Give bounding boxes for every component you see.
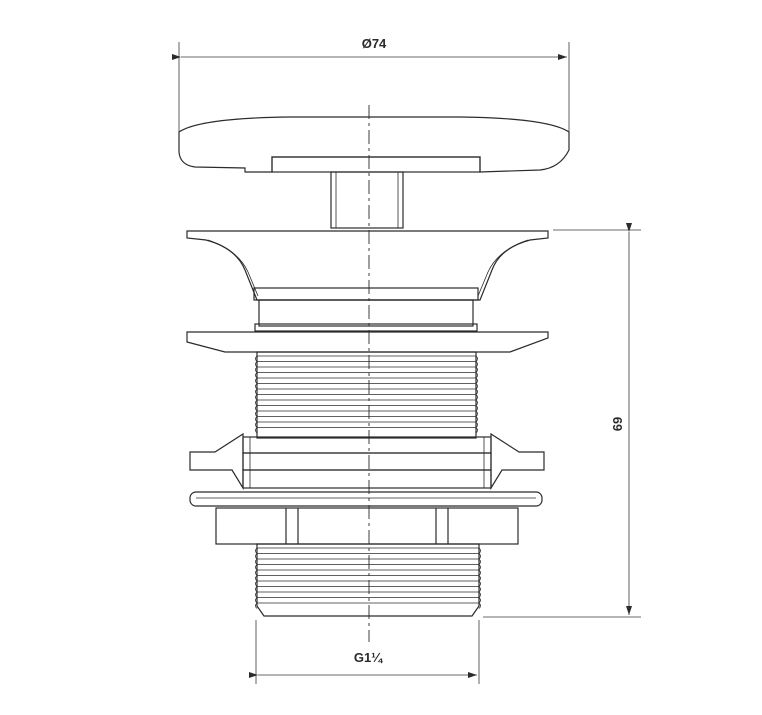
diameter-label: Ø74 xyxy=(362,36,387,51)
thread-ridge xyxy=(255,361,478,368)
upper-washer xyxy=(186,331,549,353)
height-label: 69 xyxy=(610,417,625,431)
thread-ridge xyxy=(255,569,481,576)
thread-ridge xyxy=(255,355,478,362)
thread-ridge xyxy=(255,553,481,560)
thread-ridge xyxy=(255,394,478,401)
thread-ridge xyxy=(255,597,481,604)
thread-ridge xyxy=(255,421,478,428)
upper-thread xyxy=(255,351,478,439)
diameter-dimension: Ø74 xyxy=(172,36,570,132)
thread-ridge xyxy=(255,388,478,395)
thread-ridge xyxy=(255,399,478,406)
thread-ridge xyxy=(255,558,481,565)
thread-label: G1¼ xyxy=(354,650,383,665)
waste-flange-body xyxy=(186,230,549,332)
thread-ridge xyxy=(255,366,478,373)
plug-stem xyxy=(330,171,404,229)
thread-ridge xyxy=(255,416,478,423)
plug-cap xyxy=(178,116,570,173)
thread-ridge xyxy=(255,427,478,434)
thread-ridge xyxy=(255,383,478,390)
thread-ridge xyxy=(255,405,478,412)
lower-thread xyxy=(255,543,481,617)
thread-ridge xyxy=(255,377,478,384)
thread-ridge xyxy=(255,591,481,598)
thread-ridge xyxy=(255,564,481,571)
thread-ridge xyxy=(255,602,481,609)
thread-ridge xyxy=(255,547,481,554)
thread-dimension: G1¼ xyxy=(249,620,480,684)
thread-ridge xyxy=(255,575,481,582)
thread-ridge xyxy=(255,372,478,379)
height-dimension: 69 xyxy=(483,223,641,618)
thread-ridge xyxy=(255,586,481,593)
thread-ridge xyxy=(255,410,478,417)
lower-washer xyxy=(189,491,543,507)
hex-nut xyxy=(215,507,519,545)
thread-ridge xyxy=(255,580,481,587)
locknut-section xyxy=(189,432,545,491)
